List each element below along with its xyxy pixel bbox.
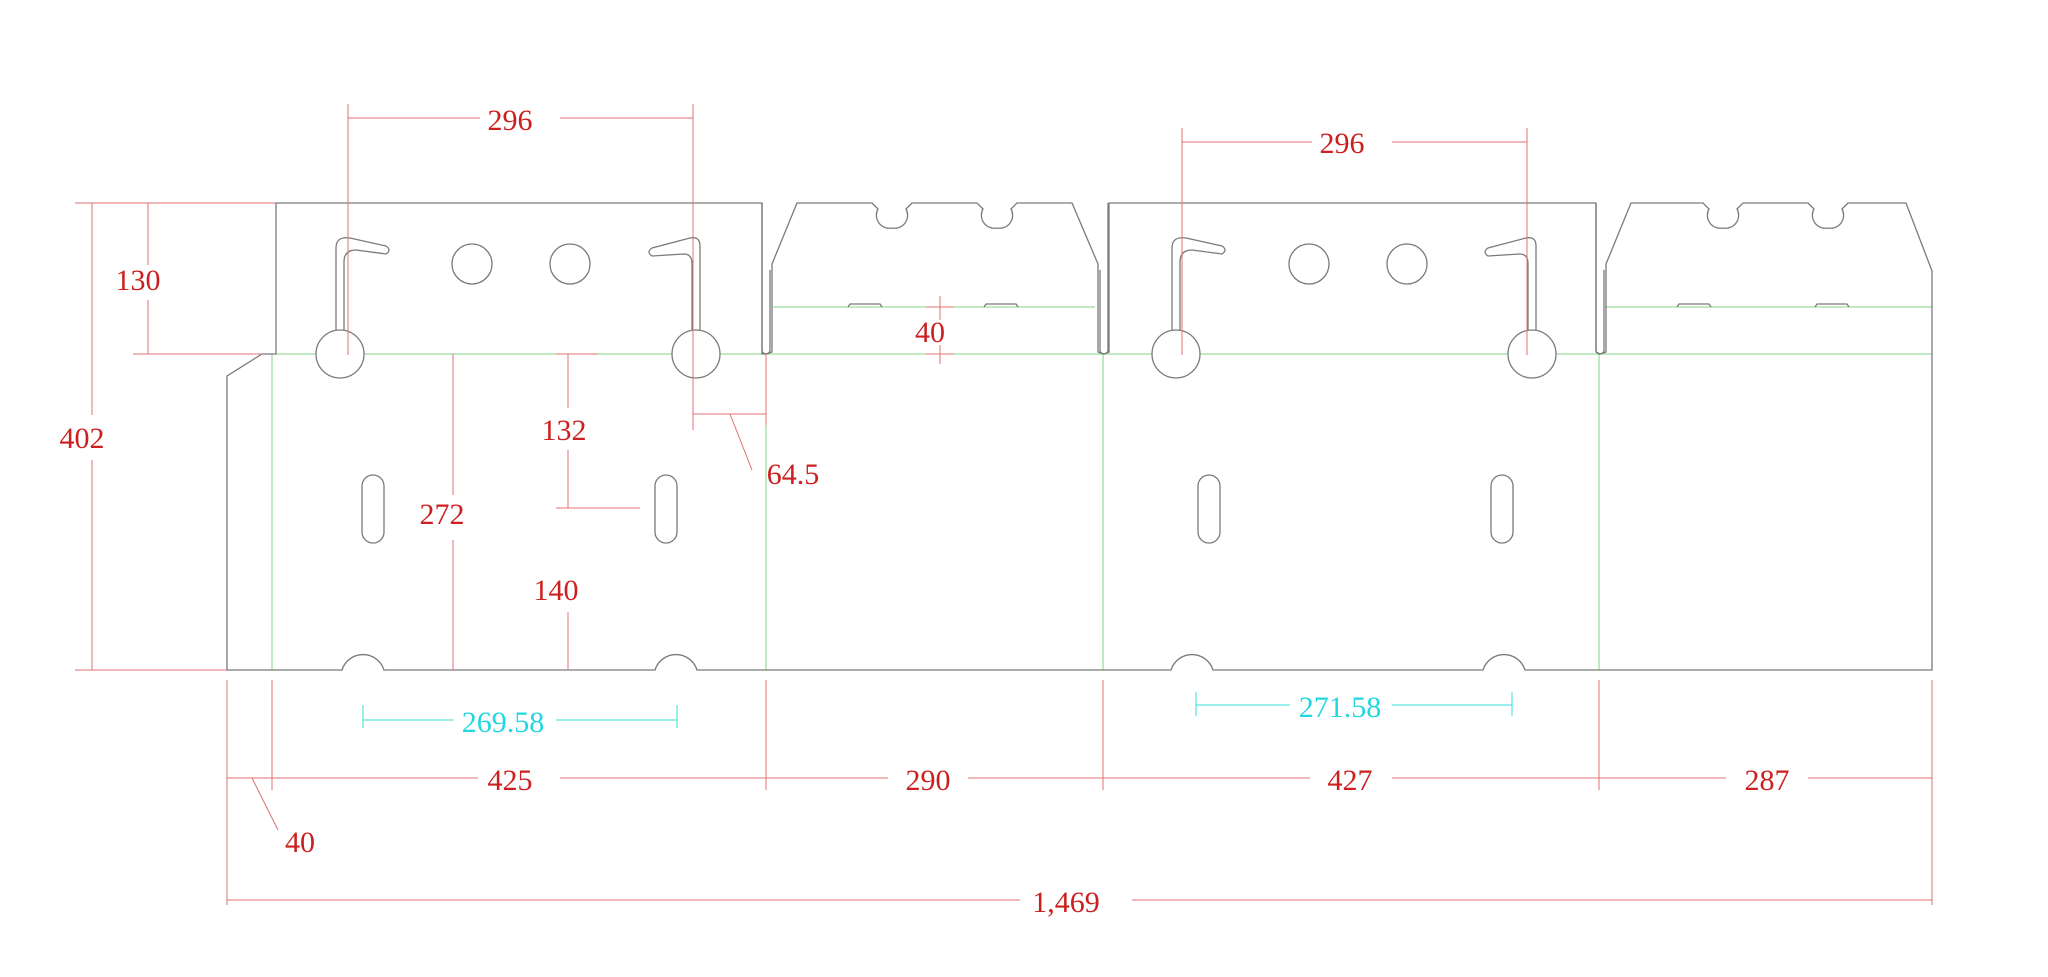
hook-slot	[335, 237, 390, 336]
notch-slot-3	[1595, 203, 1605, 355]
dim-label-glue-flap: 40	[285, 826, 315, 859]
dim-label-panel-3: 427	[1328, 764, 1373, 797]
hook-slot	[1484, 237, 1537, 336]
slot-holes	[361, 474, 1514, 544]
keyhole-circle	[1507, 329, 1557, 379]
dim-label-top-left: 296	[488, 104, 533, 137]
lid-tab-mark	[847, 303, 883, 308]
slot-hole	[654, 474, 678, 544]
round-holes	[451, 243, 1428, 285]
lid-tab-mark	[1814, 303, 1850, 308]
keyhole-circle	[1151, 329, 1201, 379]
slot-hole	[1490, 474, 1514, 544]
notch-slot-2	[1099, 203, 1109, 355]
slot-hole	[361, 474, 385, 544]
dim-label-panel-1: 425	[488, 764, 533, 797]
round-hole	[1288, 243, 1330, 285]
hook-slot	[1171, 237, 1226, 336]
dim-label-total-length: 1,469	[1032, 886, 1100, 919]
dim-label-offset: 64.5	[767, 458, 820, 491]
dim-label-flap-height: 130	[116, 264, 161, 297]
lid-tab-mark	[1676, 303, 1712, 308]
notch-slot-1	[761, 203, 771, 355]
dim-label-gap-center: 40	[915, 316, 945, 349]
lid-tab-mark	[983, 303, 1019, 308]
dim-label-hole-span-right: 271.58	[1299, 691, 1382, 724]
dim-label-top-right: 296	[1320, 127, 1365, 160]
dimension-lines	[75, 104, 1933, 905]
keyhole-cuts	[315, 237, 1557, 379]
keyhole-circle	[315, 329, 365, 379]
hook-slot	[648, 237, 701, 336]
dim-label-upper-inner: 132	[542, 414, 587, 447]
slot-hole	[1197, 474, 1221, 544]
round-hole	[549, 243, 591, 285]
box-outline	[226, 202, 1933, 671]
dim-label-lower-inner: 140	[534, 574, 579, 607]
dim-label-middle-height: 272	[420, 498, 465, 531]
dim-label-panel-2: 290	[906, 764, 951, 797]
outer-contour	[226, 202, 1933, 671]
dimension-labels: 296 296 130 402 40 132 272 140 64.5 269.…	[60, 104, 1790, 919]
cyan-dimension-lines	[362, 692, 1513, 728]
keyhole-circle	[671, 329, 721, 379]
round-hole	[451, 243, 493, 285]
dim-label-total-height: 402	[60, 422, 105, 455]
dim-label-hole-span-left: 269.58	[462, 706, 545, 739]
crease-lines	[271, 306, 1932, 670]
round-hole	[1386, 243, 1428, 285]
dim-label-panel-4: 287	[1745, 764, 1790, 797]
